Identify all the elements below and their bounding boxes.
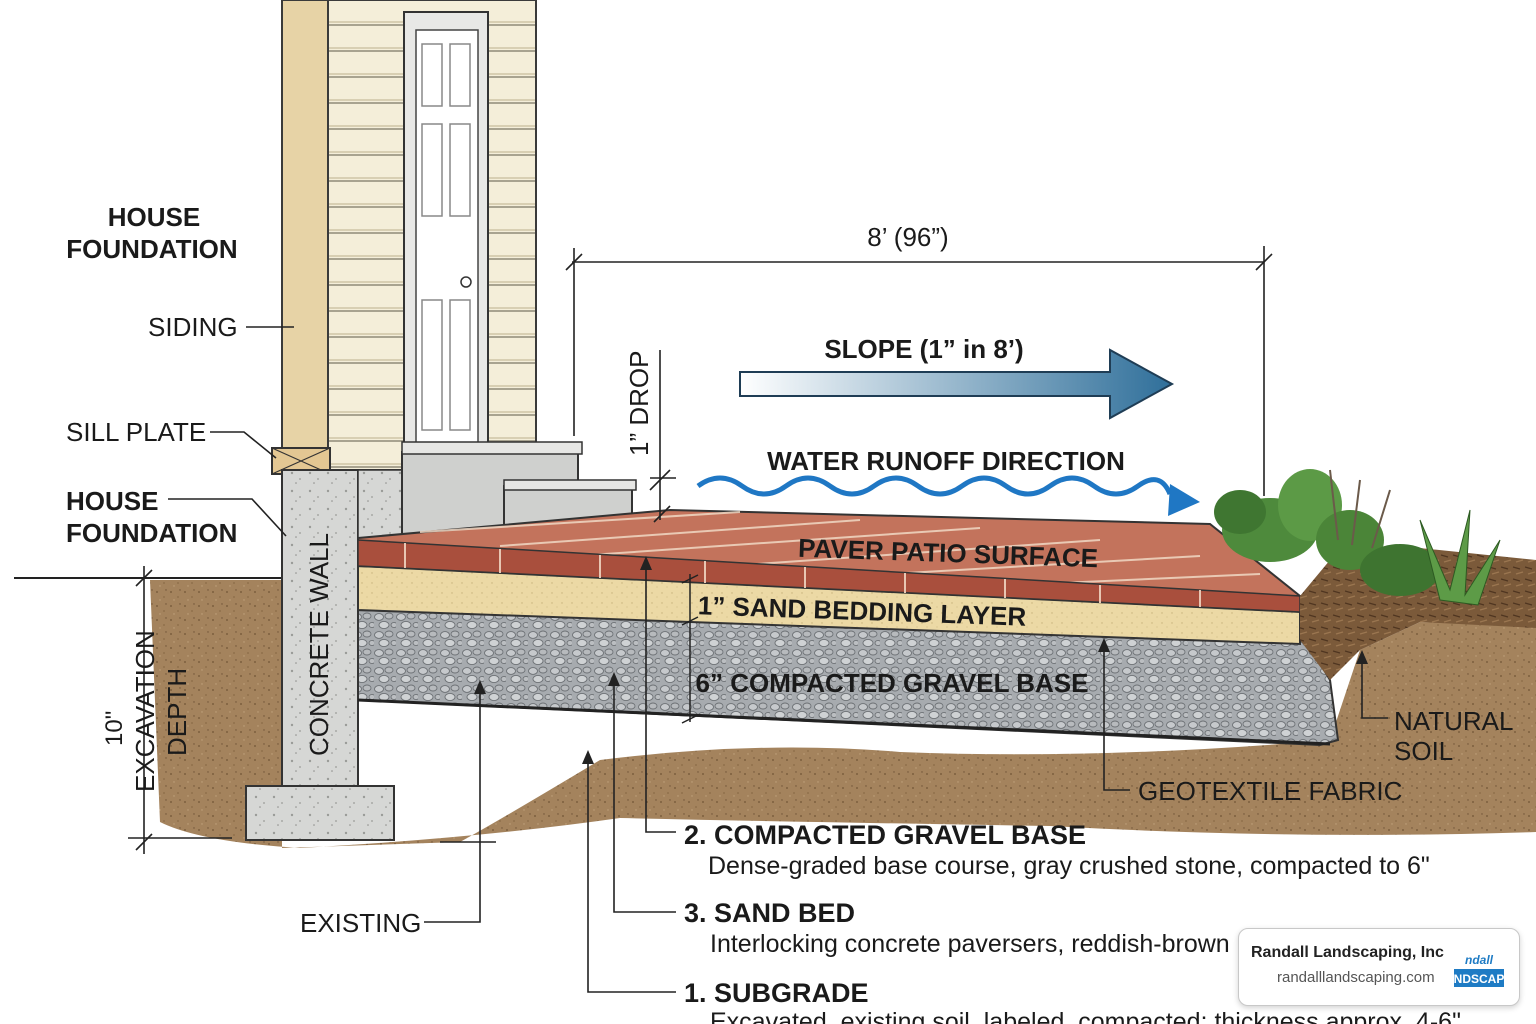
excavation-depth-dimension [128,566,232,854]
water-arrow-icon [1168,484,1200,516]
slope-arrow-icon [739,348,1175,420]
callout-desc: Excavated, existing soil, labeled, compa… [710,1008,1461,1024]
concrete-wall-label: CONCRETE WALL [304,533,334,756]
sill-plate-label: SILL PLATE [66,417,206,447]
excavation-depth-line1: 10" [101,711,128,746]
width-dimension-line [565,246,1273,496]
door-knob-icon [460,276,472,288]
excavation-depth-line2: EXCAVATION [130,630,160,792]
door [403,11,489,461]
drop-dimension [649,350,676,523]
brand-logo-block: NDSCAP [1454,972,1505,986]
siding-label: SIDING [148,312,238,342]
callout-title: 2. COMPACTED GRAVEL BASE [684,820,1086,850]
geotextile-label: GEOTEXTILE FABRIC [1138,776,1402,806]
existing-label: EXISTING [300,908,421,938]
concrete-wall [281,469,359,787]
brand-logo-script: ndall [1465,953,1494,967]
brand-logo-icon: ndall NDSCAP [1453,949,1505,989]
gravel-base-label: 6” COMPACTED GRAVEL BASE [696,668,1089,698]
excavation-depth-line3: DEPTH [162,668,192,756]
natural-soil-line1: NATURAL [1394,706,1513,736]
footing [245,785,395,841]
natural-soil [150,580,1536,848]
drop-label: 1” DROP [624,351,654,456]
brand-card[interactable]: Randall Landscaping, Inc randalllandscap… [1238,928,1520,1006]
house-trim [281,0,329,449]
water-runoff-label: WATER RUNOFF DIRECTION [767,446,1125,476]
width-dimension-label: 8’ (96”) [867,222,948,252]
house-foundation-top-line1: HOUSE [108,202,200,232]
brand-name: Randall Landscaping, Inc [1251,944,1444,961]
callout-title: 1. SUBGRADE [684,978,869,1008]
landscape-plants [1214,469,1501,606]
callout-desc: Dense-graded base course, gray crushed s… [708,852,1430,880]
callout-desc: Interlocking concrete paversers, reddish… [710,930,1230,958]
natural-soil-line2: SOIL [1394,736,1453,766]
house-foundation-top-line2: FOUNDATION [66,234,237,264]
brand-url[interactable]: randalllandscaping.com [1277,969,1435,986]
slope-label: SLOPE (1” in 8’) [824,334,1023,364]
house-foundation-line2: FOUNDATION [66,518,237,548]
callout-title: 3. SAND BED [684,898,855,928]
geotextile-fabric [357,698,1331,746]
water-runoff-wave [696,475,1173,497]
house-foundation-line1: HOUSE [66,486,158,516]
